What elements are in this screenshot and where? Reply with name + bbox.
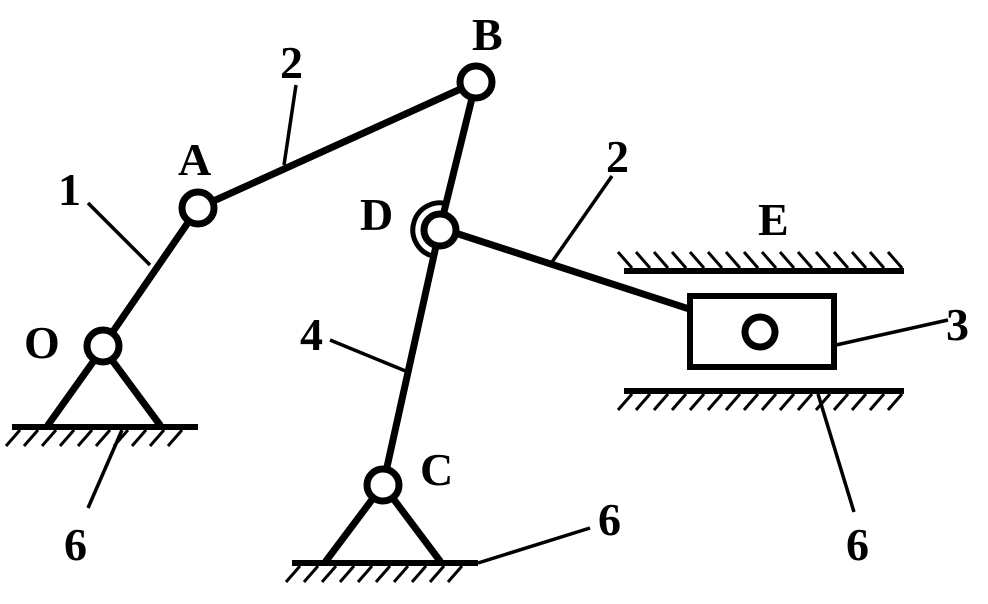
hatch-mark	[652, 251, 670, 269]
hatch-mark	[40, 429, 58, 447]
link-2-AB	[194, 78, 480, 212]
label-ground-right: 6	[846, 519, 869, 570]
leader-2-top	[282, 84, 298, 166]
leader-1	[86, 201, 152, 267]
hatch-mark	[652, 393, 670, 411]
hatch-mark	[688, 393, 706, 411]
hatch-mark	[886, 393, 904, 411]
hatch-mark	[410, 565, 428, 583]
hatch-mark	[428, 565, 446, 583]
label-D: D	[360, 189, 393, 240]
hatch-mark	[706, 393, 724, 411]
hatch-mark	[148, 429, 166, 447]
joint-C	[363, 465, 403, 505]
joint-B	[456, 62, 496, 102]
joint-E	[741, 313, 779, 351]
hatch-mark	[742, 393, 760, 411]
hatch-mark	[850, 251, 868, 269]
label-C: C	[420, 444, 453, 495]
hatch-mark	[616, 251, 634, 269]
hatch-mark	[868, 393, 886, 411]
hatch-mark	[742, 251, 760, 269]
hatch-mark	[634, 251, 652, 269]
link-BD	[436, 78, 480, 232]
hatch-mark	[688, 251, 706, 269]
hatch-mark	[760, 393, 778, 411]
hatch-mark	[94, 429, 112, 447]
hatch-mark	[832, 393, 850, 411]
leader-6-mid	[477, 526, 591, 565]
label-ground-left: 6	[64, 519, 87, 570]
hatch-mark	[166, 429, 184, 447]
hatch-mark	[356, 565, 374, 583]
hatch-mark	[778, 393, 796, 411]
label-E: E	[758, 194, 789, 245]
leader-4	[329, 338, 409, 374]
label-B: B	[472, 9, 503, 60]
hatch-mark	[796, 251, 814, 269]
hatch-mark	[868, 251, 886, 269]
hatch-mark	[302, 565, 320, 583]
label-link-4: 4	[300, 309, 323, 360]
hatch-mark	[670, 251, 688, 269]
hatch-mark	[284, 565, 302, 583]
hatch-mark	[814, 393, 832, 411]
hatch-mark	[706, 251, 724, 269]
hatch-mark	[392, 565, 410, 583]
hatch-mark	[850, 393, 868, 411]
leader-3	[835, 318, 949, 347]
hatch-mark	[670, 393, 688, 411]
hatch-mark	[374, 565, 392, 583]
hatch-mark	[58, 429, 76, 447]
joint-O	[83, 326, 123, 366]
hatch-mark	[616, 393, 634, 411]
label-A: A	[178, 134, 211, 185]
label-link-1: 1	[58, 164, 81, 215]
joint-D	[410, 200, 460, 259]
hatch-mark	[724, 393, 742, 411]
leader-6-right	[816, 393, 856, 513]
hatch-mark	[886, 251, 904, 269]
hatch-mark	[320, 565, 338, 583]
label-O: O	[24, 317, 60, 368]
label-ground-mid: 6	[598, 494, 621, 545]
hatch-mark	[760, 251, 778, 269]
leader-2-right	[550, 174, 614, 264]
label-link-2-top: 2	[280, 37, 303, 88]
hatch-mark	[338, 565, 356, 583]
leader-6-left	[86, 429, 124, 509]
hatch-mark	[796, 393, 814, 411]
guide-bottom	[616, 388, 904, 411]
hatch-mark	[130, 429, 148, 447]
hatch-mark	[76, 429, 94, 447]
hatch-mark	[4, 429, 22, 447]
link-1-OA	[99, 204, 202, 350]
label-link-3: 3	[946, 299, 969, 350]
link-4-CD	[379, 224, 444, 489]
guide-top	[616, 251, 904, 274]
hatch-mark	[724, 251, 742, 269]
hatch-mark	[832, 251, 850, 269]
hatch-mark	[634, 393, 652, 411]
hatch-mark	[814, 251, 832, 269]
hatch-mark	[22, 429, 40, 447]
label-link-2-right: 2	[606, 131, 629, 182]
hatch-mark	[778, 251, 796, 269]
joint-A	[178, 188, 218, 228]
hatch-mark	[446, 565, 464, 583]
